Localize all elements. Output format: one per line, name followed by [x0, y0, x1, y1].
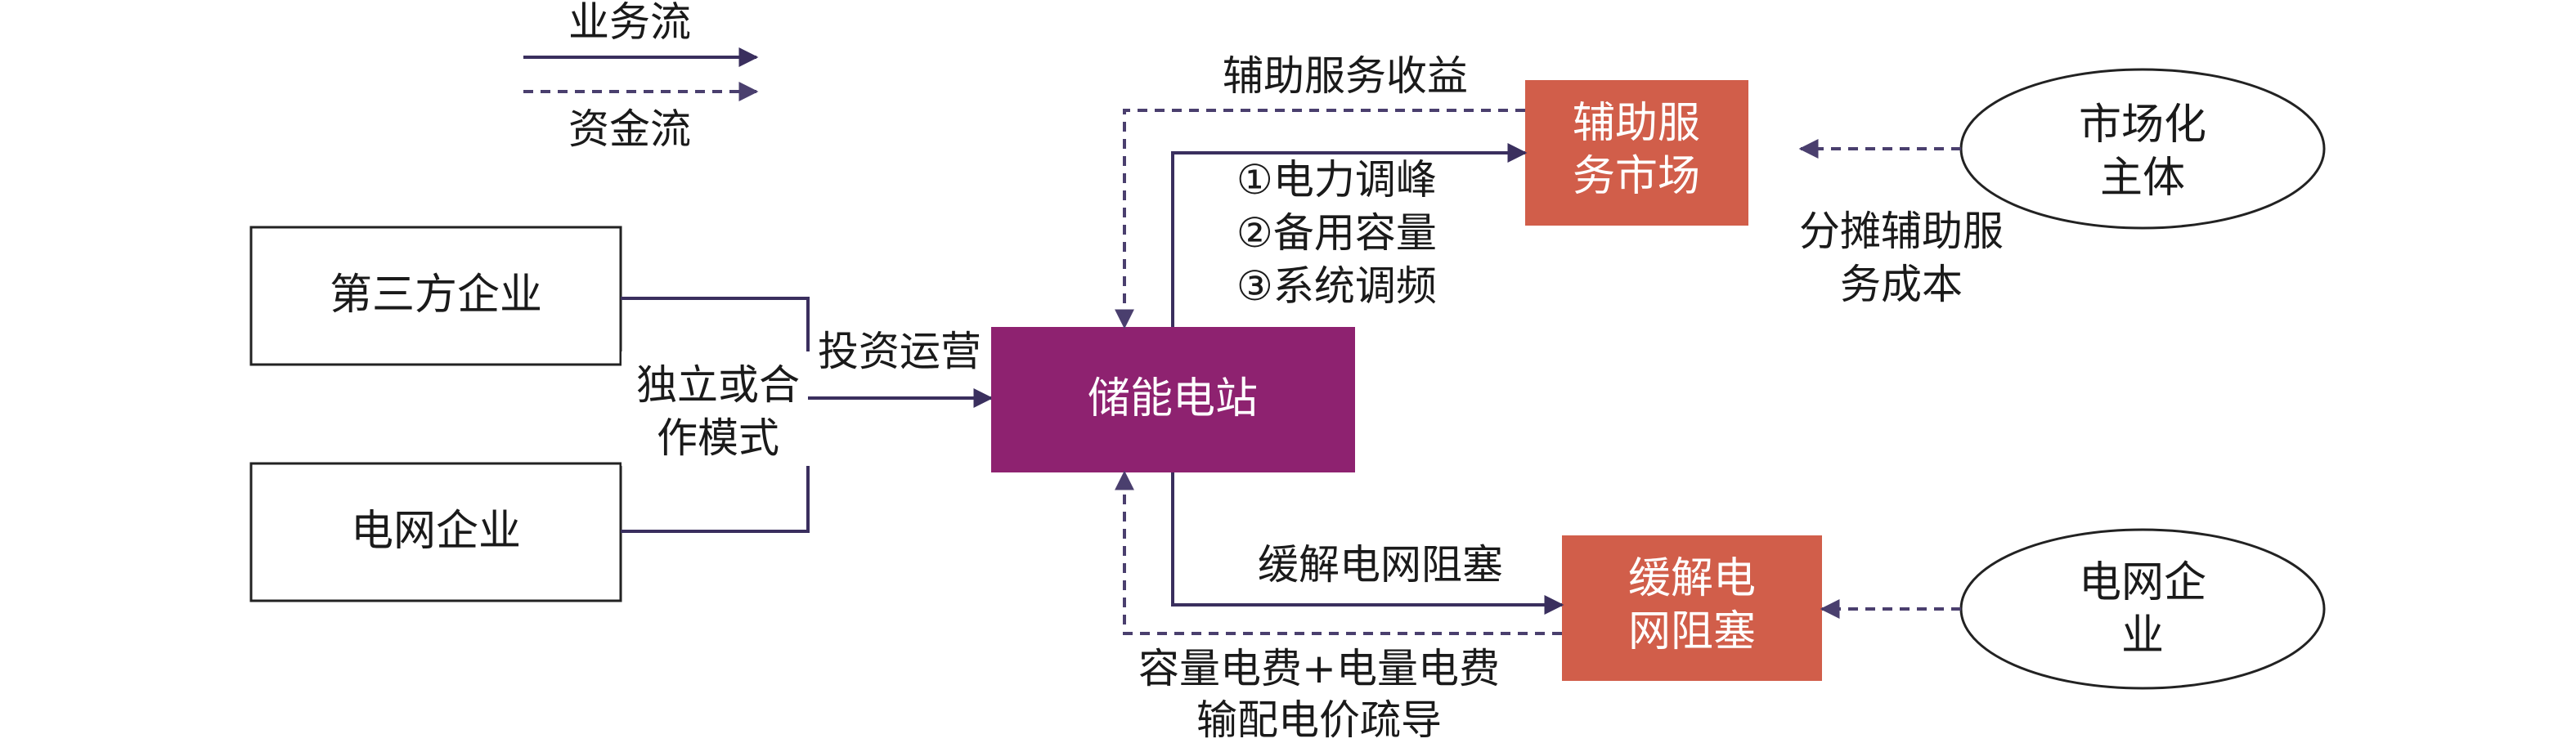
storage-station-box: [991, 327, 1355, 472]
third-party-box: [249, 226, 622, 366]
grid-company-right-ellipse: [1959, 528, 2326, 690]
aux-revenue-arrow: [1115, 109, 1525, 329]
aux-market-box: [1525, 80, 1748, 226]
market-entity-label-line1: 市场化: [2079, 101, 2206, 150]
grid-company-left-box: [249, 462, 622, 602]
grid-company-left-label: 电网企业: [351, 507, 521, 556]
third-party-label: 第三方企业: [330, 271, 542, 320]
aux-market-label-line1: 辅助服: [1573, 99, 1700, 148]
aux-revenue-label: 辅助服务收益: [1223, 52, 1468, 100]
market-entity-label-line2: 主体: [2100, 154, 2185, 203]
relieve-congestion-flow-label: 缓解电网阻塞: [1258, 541, 1503, 589]
service-item-1: ①电力调峰: [1236, 156, 1437, 204]
grid-company-right-label-line2: 业: [2121, 611, 2164, 660]
legend-capital-flow-label: 资金流: [568, 105, 691, 153]
service-item-2: ②备用容量: [1236, 209, 1437, 257]
aux-market-label-line2: 务市场: [1573, 152, 1700, 201]
relieve-congestion-label-line2: 网阻塞: [1628, 607, 1756, 656]
legend: 业务流 资金流: [523, 0, 759, 153]
storage-to-relieve-arrow: [1171, 472, 1564, 615]
mode-label-line2: 作模式: [657, 414, 779, 462]
fees-label-line2: 输配电价疏导: [1196, 696, 1442, 744]
service-item-3: ③系统调频: [1236, 262, 1437, 310]
invest-operate-label: 投资运营: [818, 328, 981, 375]
share-cost-label-line1: 分摊辅助服: [1799, 208, 2004, 255]
grid-company-right-label-line1: 电网企: [2079, 558, 2206, 607]
mode-label-bg: [622, 351, 810, 466]
relieve-congestion-box: [1562, 535, 1822, 681]
storage-station-label: 储能电站: [1088, 374, 1258, 423]
fees-label-line1: 容量电费+电量电费: [1138, 645, 1500, 692]
relieve-congestion-label-line1: 缓解电: [1628, 554, 1756, 603]
share-cost-label-line2: 务成本: [1840, 261, 1963, 308]
mode-label-line1: 独立或合: [636, 361, 800, 409]
legend-business-flow-label: 业务流: [568, 0, 691, 46]
storage-to-aux-market-arrow: [1171, 143, 1528, 327]
fees-arrow: [1115, 470, 1562, 635]
